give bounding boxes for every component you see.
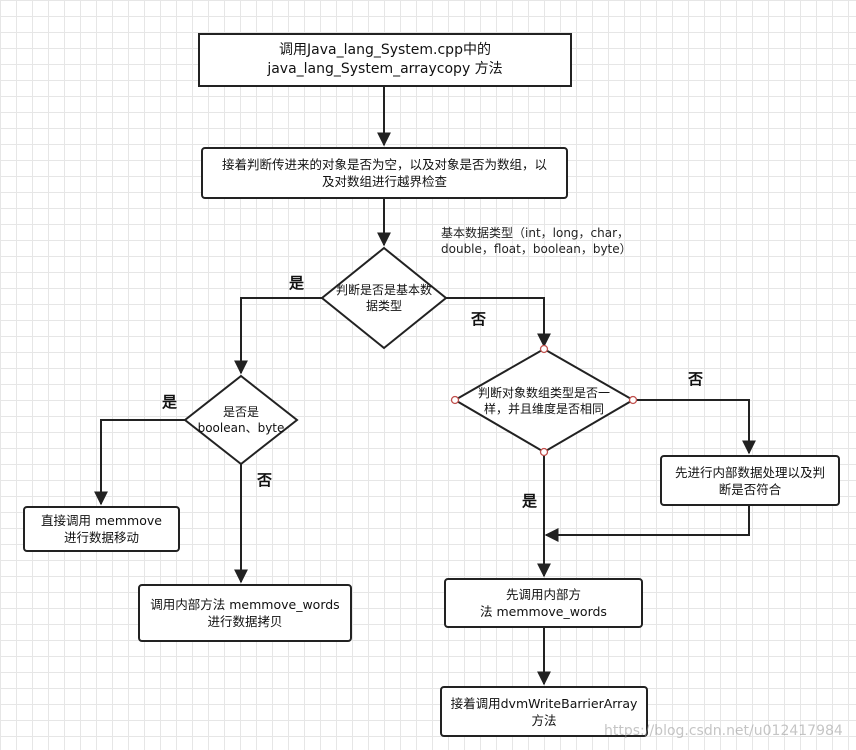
decision-diamond-primitive (320, 246, 448, 350)
primitive-types-note: 基本数据类型（int，long，char， double，float，boole… (441, 226, 632, 256)
node-internal-memmove-words: 调用内部方法 memmove_words 进行数据拷贝 (138, 584, 352, 642)
node-null-array-check: 接着判断传进来的对象是否为空，以及对象是否为数组，以 及对数组进行越界检查 (201, 147, 568, 199)
arrow-bool-yes (94, 419, 185, 506)
decision-text-primitive: 判断是否是基本数 据类型 (335, 283, 432, 313)
arrow-process-merge (544, 506, 750, 542)
node-dvm-write-barrier: 接着调用dvmWriteBarrierArray 方法 (440, 686, 648, 737)
arrow-same-no (633, 399, 756, 455)
label-no-bool: 否 (257, 471, 273, 489)
decision-diamond-bool-byte (183, 374, 299, 466)
node-call-memmove-words: 先调用内部方 法 memmove_words (444, 578, 643, 628)
node-start: 调用Java_lang_System.cpp中的 java_lang_Syste… (198, 33, 572, 87)
csdn-watermark: https://blog.csdn.net/u012417984 (604, 723, 843, 739)
arrow-primitive-no (446, 297, 551, 348)
connector-point-top (539, 344, 549, 354)
node-direct-memmove: 直接调用 memmove 进行数据移动 (23, 506, 180, 552)
connector-point-right (628, 395, 638, 405)
connector-point-left (450, 395, 460, 405)
label-no-same: 否 (688, 370, 704, 388)
label-yes-same: 是 (522, 492, 538, 510)
decision-text-same-type: 判断对象数组类型是否一 样，并且维度是否相同 (477, 386, 610, 416)
label-yes-primitive: 是 (289, 274, 305, 292)
node-internal-process: 先进行内部数据处理以及判 断是否符合 (660, 455, 840, 506)
label-no-primitive: 否 (471, 310, 487, 328)
arrow-primitive-yes (234, 297, 322, 375)
label-yes-bool: 是 (162, 393, 178, 411)
decision-text-bool-byte: 是否是 boolean、byte (197, 405, 285, 435)
connector-point-bottom (539, 447, 549, 457)
